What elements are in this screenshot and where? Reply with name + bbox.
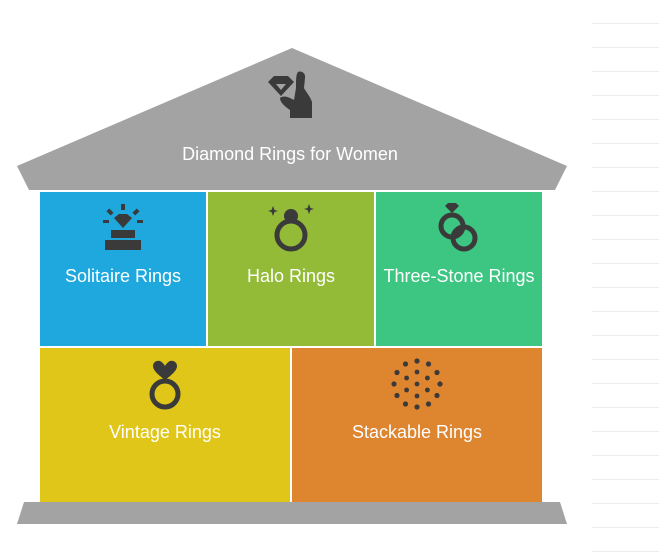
hand-diamond-icon xyxy=(268,71,312,118)
pillar-three-stone-rings: Three-Stone Rings xyxy=(376,192,542,346)
pillar-label: Halo Rings xyxy=(246,266,336,286)
pillar-solitaire-rings: Solitaire Rings xyxy=(40,192,206,346)
pillar-vintage-rings: Vintage Rings xyxy=(40,348,290,502)
roof-shape xyxy=(17,48,567,190)
pillar-label: Solitaire Rings xyxy=(64,266,182,286)
roof xyxy=(17,48,567,190)
pillar-stackable-rings: Stackable Rings xyxy=(292,348,542,502)
pillar-label: Three-Stone Rings xyxy=(383,266,535,286)
solitaire-ring-icon xyxy=(103,204,143,250)
house-diagram: Diamond Rings for Women Solitaire Rings xyxy=(17,48,567,524)
pillar-label: Stackable Rings xyxy=(351,422,483,442)
pillar-halo-rings: Halo Rings xyxy=(208,192,374,346)
roof-title: Diamond Rings for Women xyxy=(182,144,398,164)
foundation-shape xyxy=(17,502,567,524)
foundation xyxy=(17,502,567,524)
dots-circle-icon xyxy=(391,358,443,410)
vintage-heart-ring-icon xyxy=(149,360,181,410)
halo-ring-icon xyxy=(268,204,314,252)
three-stone-ring-icon xyxy=(438,203,478,252)
pillar-label: Vintage Rings xyxy=(109,422,221,442)
background-ruled-lines xyxy=(592,0,659,560)
